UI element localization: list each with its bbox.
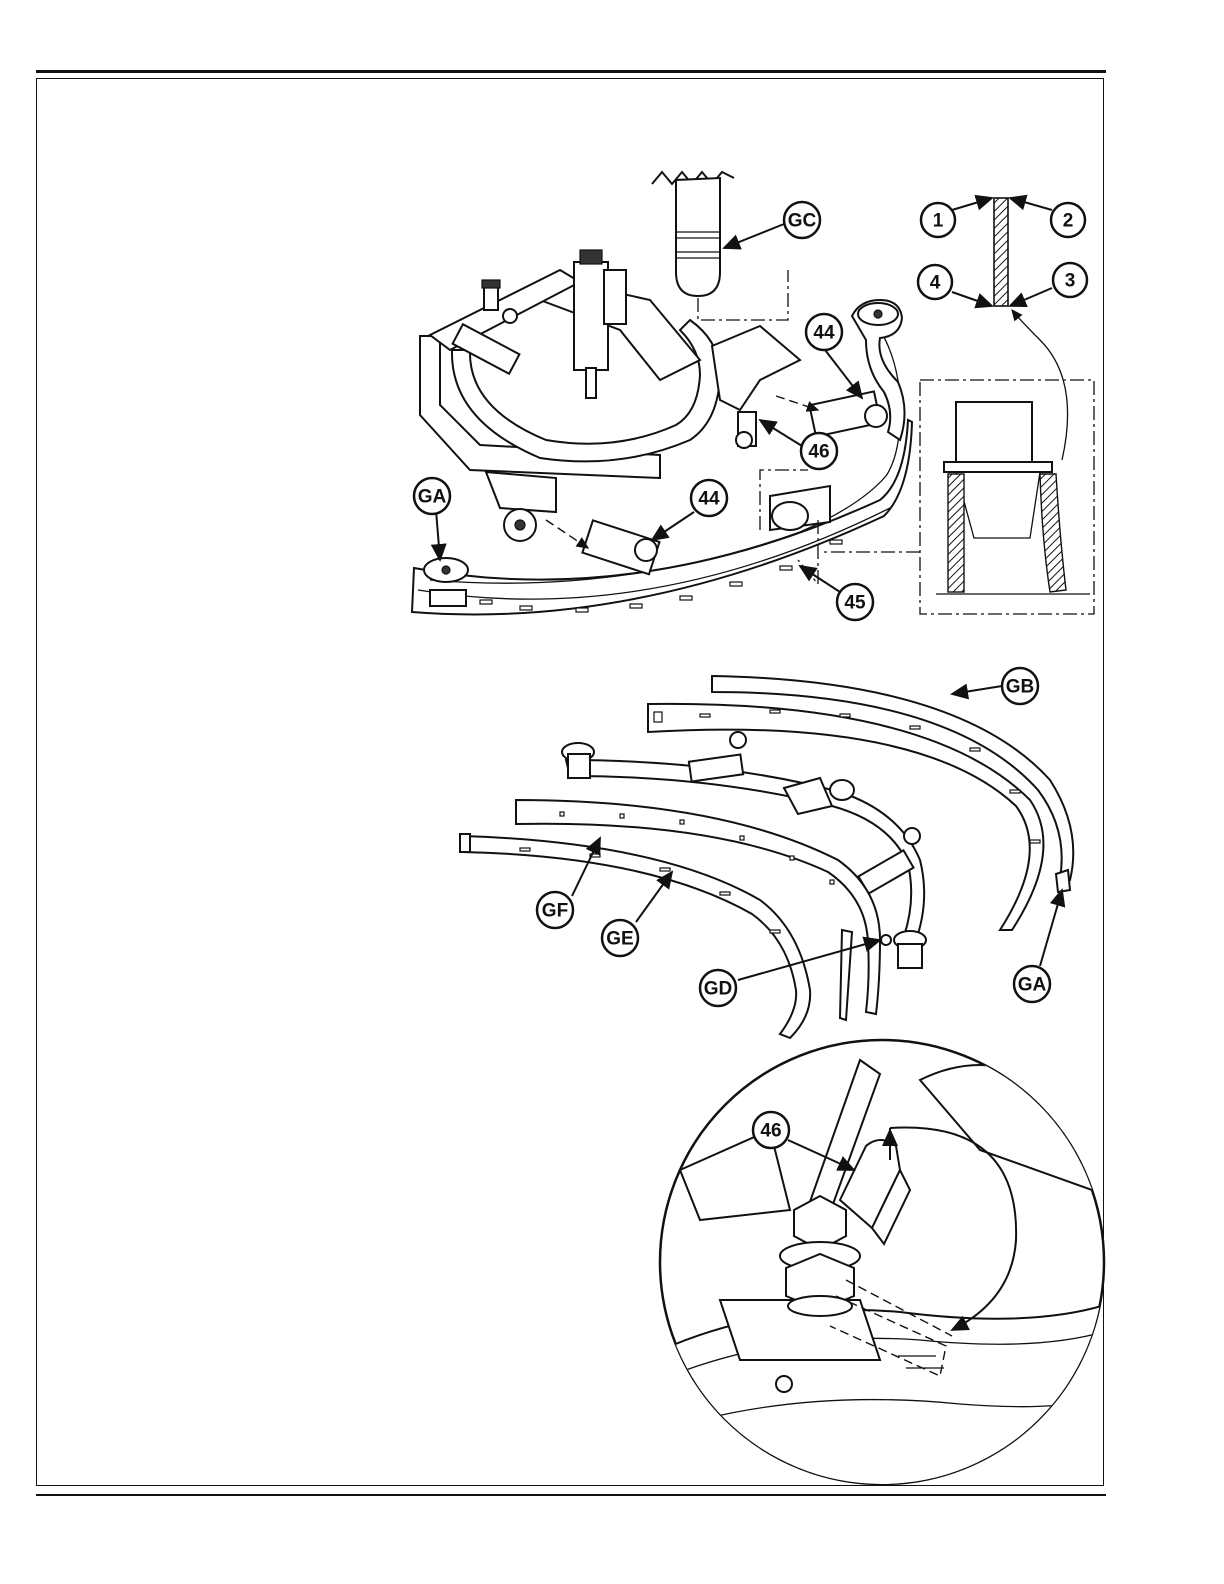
squeegee-assembly-illustration (412, 172, 1094, 614)
squeegee-edge-section (994, 198, 1008, 306)
callout-3: 3 (1053, 263, 1087, 297)
callout-1-label: 1 (933, 211, 944, 232)
callout-4-label: 4 (930, 273, 941, 294)
callout-3-label: 3 (1065, 271, 1076, 292)
callout-ge-label: GE (606, 929, 633, 950)
callout-gd-label: GD (704, 979, 733, 1000)
callout-ga-top-label: GA (418, 487, 447, 508)
callout-44-right: 44 (806, 314, 842, 350)
callout-45: 45 (837, 584, 873, 620)
exploded-squeegee-illustration (460, 676, 1073, 1038)
callout-46-top: 46 (801, 433, 837, 469)
callout-1: 1 (921, 203, 955, 237)
callout-ga-exploded-label: GA (1018, 975, 1047, 996)
callout-44-right-label: 44 (813, 323, 835, 344)
callout-46-top-label: 46 (808, 442, 829, 463)
callout-44-left: 44 (691, 480, 727, 516)
callout-gc-label: GC (788, 211, 817, 232)
lever-detail-illustration (640, 1040, 1120, 1520)
callout-gb-label: GB (1006, 677, 1035, 698)
callout-46-detail-label: 46 (760, 1121, 781, 1142)
callout-44-left-label: 44 (698, 489, 720, 510)
callout-gc: GC (784, 202, 820, 238)
callout-ga-top: GA (414, 478, 450, 514)
callout-gb: GB (1002, 668, 1038, 704)
callout-46-detail: 46 (753, 1112, 789, 1148)
callout-gd: GD (700, 970, 736, 1006)
callout-2: 2 (1051, 203, 1085, 237)
callout-2-label: 2 (1063, 211, 1074, 232)
callout-4: 4 (918, 265, 952, 299)
callout-gf-label: GF (542, 901, 568, 922)
callout-gf: GF (537, 892, 573, 928)
callout-ga-exploded: GA (1014, 966, 1050, 1002)
callout-45-label: 45 (844, 593, 866, 614)
callout-ge: GE (602, 920, 638, 956)
